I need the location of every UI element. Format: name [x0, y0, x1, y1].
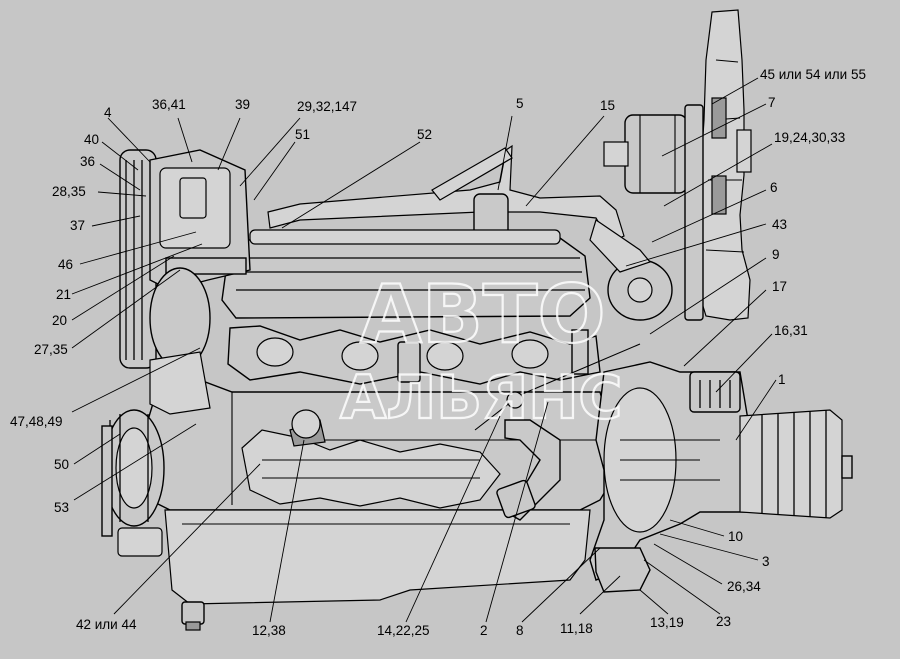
callout-47-48-49: 47,48,49 — [10, 414, 63, 429]
callout-labels: 4 36,41 39 29,32,147 5 15 45 или 54 или … — [10, 67, 866, 638]
valve-cover — [221, 229, 591, 319]
oil-filler-tube — [474, 343, 641, 521]
callout-27-35: 27,35 — [34, 342, 68, 357]
callout-17: 17 — [772, 279, 787, 294]
callout-15: 15 — [600, 98, 615, 113]
callout-52: 52 — [417, 127, 432, 142]
callout-5: 5 — [516, 96, 524, 111]
callout-43: 43 — [772, 217, 787, 232]
callout-45-54-55: 45 или 54 или 55 — [760, 67, 866, 82]
callout-2: 2 — [480, 623, 488, 638]
callout-3: 3 — [762, 554, 770, 569]
watermark-line2: АЛЬЯНС — [340, 363, 622, 433]
callout-21: 21 — [56, 287, 71, 302]
callout-46: 46 — [58, 257, 73, 272]
callout-16-31: 16,31 — [774, 323, 808, 338]
callout-11-18: 11,18 — [560, 621, 593, 636]
callout-29-32-147: 29,32,147 — [297, 99, 357, 114]
leader-lines — [71, 77, 777, 623]
callout-14-22-25: 14,22,25 — [377, 623, 430, 638]
callout-9: 9 — [772, 247, 780, 262]
callout-20: 20 — [52, 313, 67, 328]
gearbox-bellows — [739, 409, 853, 519]
fan-blade — [695, 9, 751, 321]
callout-1: 1 — [778, 372, 786, 387]
callout-19-24-30-33: 19,24,30,33 — [774, 130, 845, 145]
exhaust-manifold — [227, 325, 601, 385]
callout-6: 6 — [770, 180, 778, 195]
callout-39: 39 — [235, 97, 250, 112]
callout-42-44: 42 или 44 — [76, 617, 137, 632]
callout-51: 51 — [295, 127, 310, 142]
callout-13-19: 13,19 — [650, 615, 684, 630]
watermark-line1: АВТО — [360, 268, 605, 361]
callout-23: 23 — [716, 614, 731, 629]
callout-10: 10 — [728, 529, 743, 544]
flywheel-housing — [589, 361, 761, 593]
callout-26-34: 26,34 — [727, 579, 761, 594]
lower-manifold — [241, 409, 501, 509]
intake-pipe — [267, 144, 625, 245]
callout-12-38: 12,38 — [252, 623, 286, 638]
callout-8: 8 — [516, 623, 524, 638]
callout-4: 4 — [104, 105, 112, 120]
callout-36-41: 36,41 — [152, 97, 186, 112]
callout-50: 50 — [54, 457, 69, 472]
front-pulley-assembly — [119, 149, 251, 415]
alternator — [603, 104, 752, 321]
callout-7: 7 — [768, 95, 776, 110]
callout-53: 53 — [54, 500, 69, 515]
callout-28-35: 28,35 — [52, 184, 86, 199]
callout-36: 36 — [80, 154, 95, 169]
callout-40: 40 — [84, 132, 99, 147]
callout-37: 37 — [70, 218, 85, 233]
belt-tensioner — [589, 219, 673, 321]
oil-pan — [164, 509, 591, 631]
crank-pulley — [101, 409, 165, 557]
